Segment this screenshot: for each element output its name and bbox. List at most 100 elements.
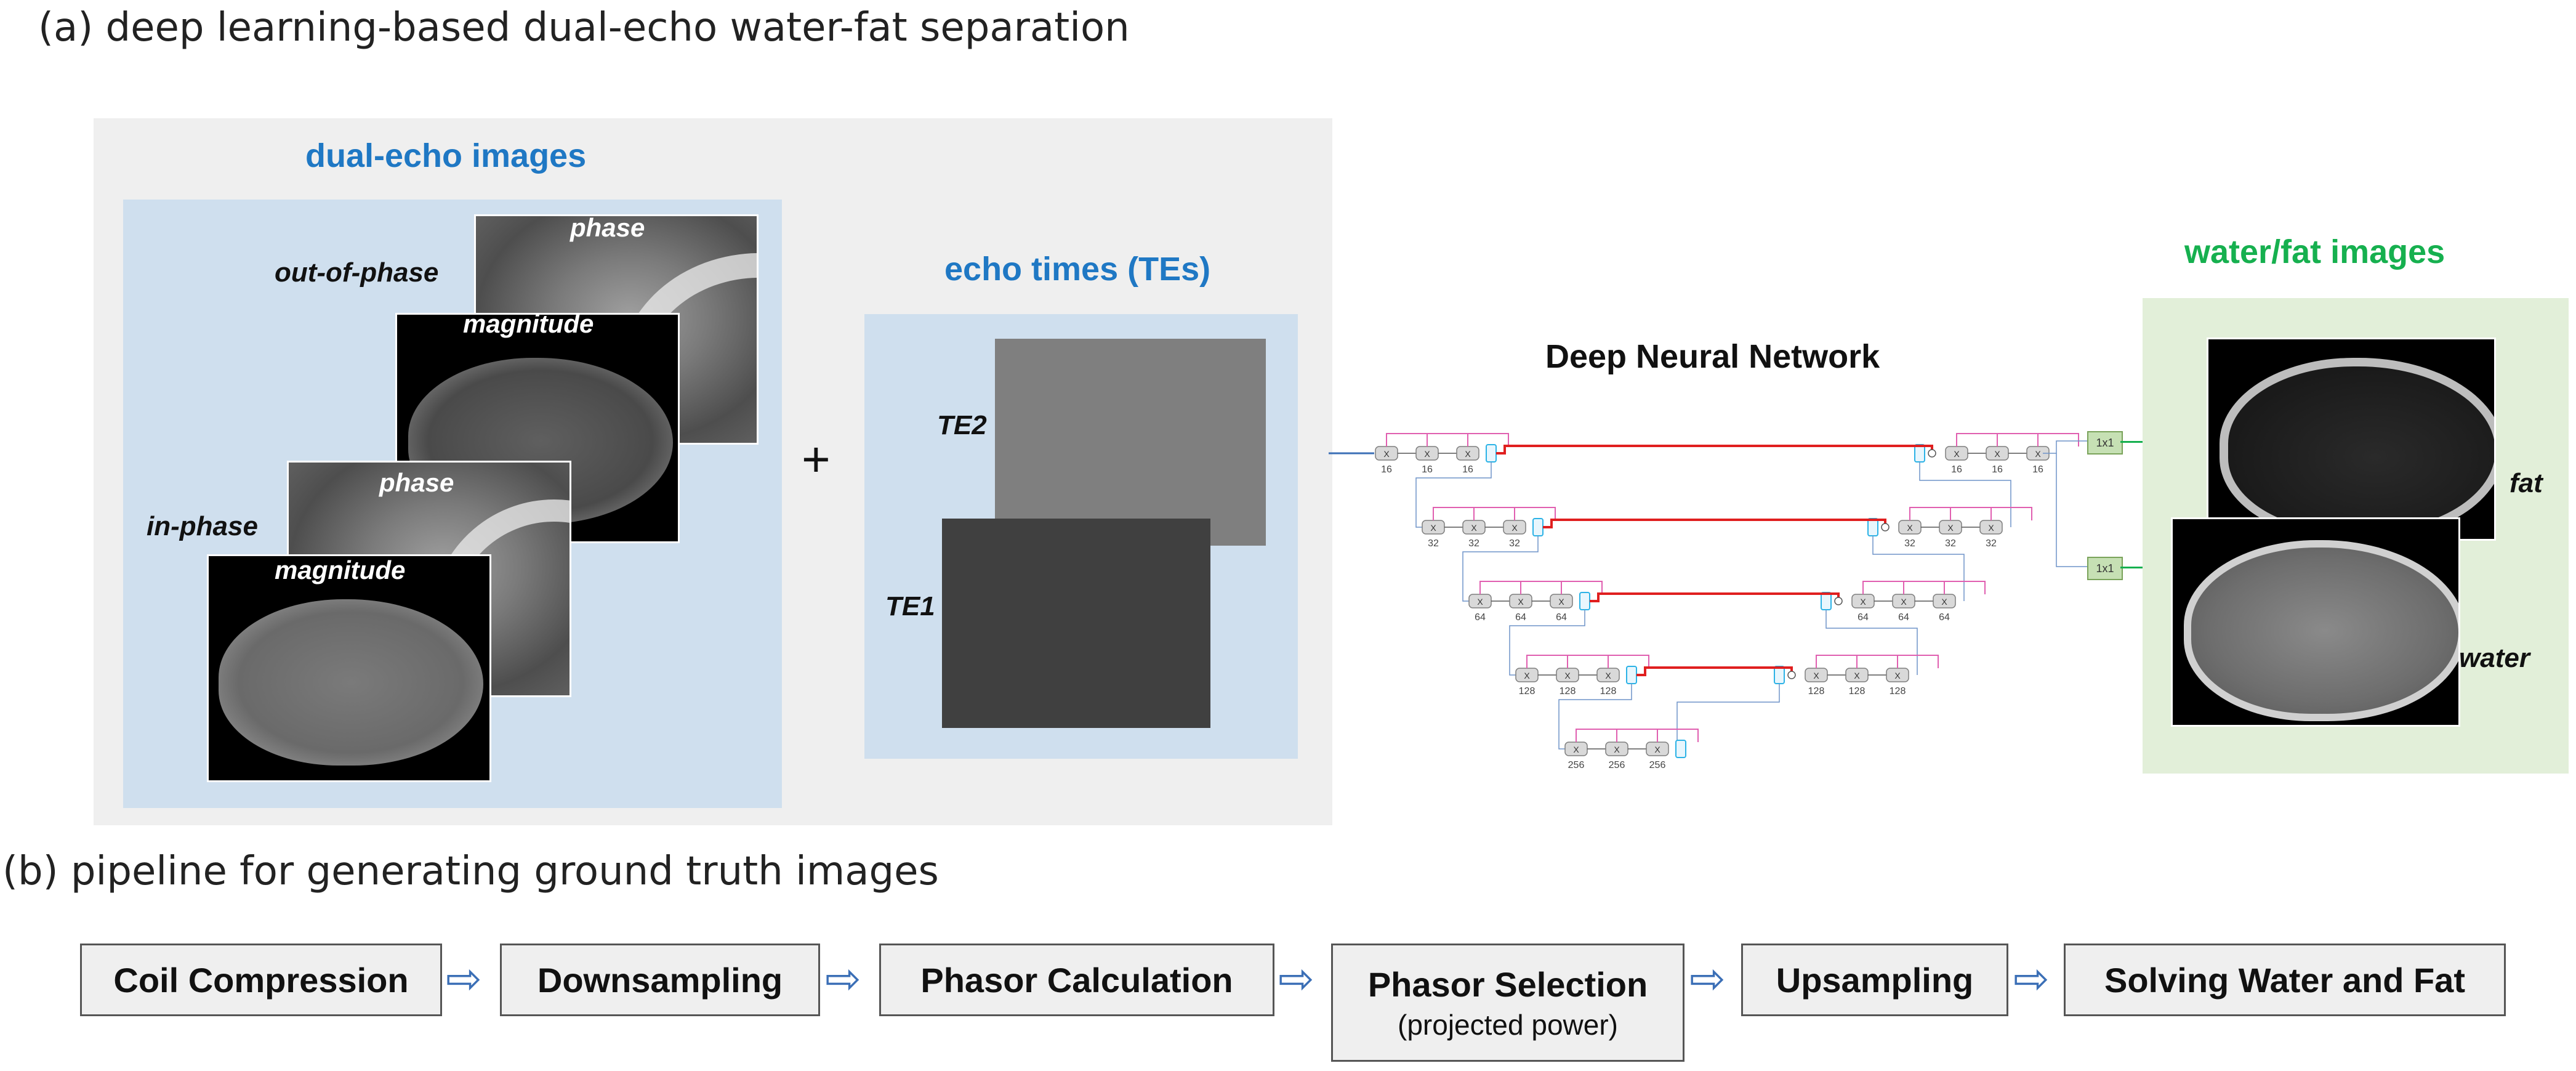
down-path (1462, 536, 1539, 602)
up-path (1872, 536, 1965, 601)
dual-echo-heading: dual-echo images (305, 137, 587, 174)
encoder-residual-link (1467, 433, 1509, 447)
encoder-conv-symbol: X (1465, 449, 1471, 459)
decoder-conv-symbol: X (1813, 671, 1819, 681)
skip-connection (1636, 666, 1793, 676)
encoder-conv-symbol: X (1654, 745, 1660, 754)
encoder-conv-symbol: X (1564, 671, 1571, 681)
magnitude-label-oop: magnitude (463, 309, 594, 338)
encoder-residual-link (1520, 581, 1562, 594)
encoder-residual-link (1479, 581, 1521, 594)
out-of-phase-label: out-of-phase (275, 257, 439, 288)
plus-sign: + (802, 432, 831, 487)
decoder-conv-symbol: X (1941, 597, 1947, 607)
decoder-conv-symbol: X (1954, 449, 1960, 459)
encoder-channel-label: 16 (1381, 464, 1392, 475)
decoder-channel-label: 16 (1992, 464, 2003, 475)
encoder-conv-symbol: X (1614, 745, 1620, 754)
section-a-title: (a) deep learning-based dual-echo water-… (38, 5, 1130, 51)
step-label: Coil Compression (113, 960, 409, 1000)
downsample-block (1579, 592, 1590, 610)
downsample-block (1486, 444, 1497, 463)
encoder-residual-link (1608, 655, 1649, 668)
decoder-residual-link (1956, 433, 1998, 447)
decoder-residual-link (1897, 655, 1939, 668)
decoder-channel-label: 128 (1808, 686, 1825, 697)
water-image (2171, 517, 2460, 727)
step-phasor-selection: Phasor Selection (projected power) (1331, 944, 1684, 1062)
decoder-residual-link (1997, 433, 2039, 447)
step-solving-water-and-fat: Solving Water and Fat (2064, 944, 2506, 1016)
skip-connection (1496, 445, 1933, 455)
phase-label-oop: phase (570, 213, 645, 242)
encoder-conv-symbol: X (1558, 597, 1564, 607)
downsample-block (1675, 740, 1686, 758)
decoder-residual-link (1990, 507, 2032, 520)
encoder-channel-label: 64 (1515, 612, 1526, 623)
decoder-conv-symbol: X (2035, 449, 2041, 459)
downsample-block (1626, 666, 1637, 684)
encoder-channel-label: 16 (1422, 464, 1433, 475)
down-path (1509, 610, 1585, 676)
echo-times-heading: echo times (TEs) (944, 251, 1211, 288)
decoder-residual-link (1903, 581, 1945, 594)
step-downsampling: Downsampling (500, 944, 820, 1016)
te1-label: TE1 (885, 591, 935, 621)
decoder-conv-symbol: X (1988, 523, 1994, 533)
encoder-channel-label: 256 (1609, 760, 1625, 770)
fat-image (2207, 337, 2496, 541)
encoder-channel-label: 32 (1468, 538, 1479, 549)
arrow-icon: ⇨ (825, 955, 861, 1003)
output-conv-water: 1x1 (2087, 557, 2123, 580)
decoder-residual-link (2037, 433, 2079, 447)
decoder-channel-label: 64 (1898, 612, 1909, 623)
encoder-channel-label: 256 (1649, 760, 1666, 770)
upsample-block (1821, 592, 1832, 610)
te1-image (942, 519, 1210, 728)
encoder-channel-label: 64 (1556, 612, 1567, 623)
step-label: Downsampling (537, 960, 783, 1000)
output-branch-fat (2043, 440, 2087, 454)
up-path (1676, 684, 1780, 749)
encoder-residual-link (1561, 581, 1603, 594)
decoder-residual-link (1816, 655, 1858, 668)
decoder-residual-link (1909, 507, 1951, 520)
encoder-residual-link (1427, 433, 1468, 447)
decoder-channel-label: 128 (1849, 686, 1866, 697)
up-path (1919, 462, 2011, 527)
step-label: Upsampling (1776, 960, 1974, 1000)
decoder-channel-label: 64 (1858, 612, 1869, 623)
decoder-conv-symbol: X (1894, 671, 1901, 681)
skip-connection (1590, 592, 1840, 602)
phase-label-ip: phase (379, 468, 454, 497)
te2-image (995, 339, 1266, 546)
network-diagram: X16X16X16X16X16X16X32X32X32X32X32X32X64X… (1329, 433, 2087, 770)
concat-node (1834, 597, 1843, 605)
encoder-channel-label: 128 (1560, 686, 1576, 697)
magnitude-label-ip: magnitude (275, 556, 406, 584)
down-path (1558, 684, 1632, 750)
encoder-residual-link (1473, 507, 1515, 520)
upsample-block (1867, 518, 1878, 536)
upsample-block (1914, 444, 1925, 463)
encoder-conv-symbol: X (1383, 449, 1390, 459)
decoder-channel-label: 32 (1986, 538, 1997, 549)
decoder-channel-label: 16 (2032, 464, 2043, 475)
step-label: Phasor Calculation (920, 960, 1233, 1000)
decoder-channel-label: 128 (1890, 686, 1906, 697)
encoder-residual-link (1526, 655, 1568, 668)
decoder-conv-symbol: X (1907, 523, 1913, 533)
encoder-conv-symbol: X (1573, 745, 1579, 754)
encoder-conv-symbol: X (1518, 597, 1524, 607)
up-path (1825, 610, 1918, 675)
encoder-channel-label: 32 (1509, 538, 1520, 549)
encoder-conv-symbol: X (1424, 449, 1430, 459)
decoder-residual-link (1856, 655, 1898, 668)
decoder-conv-symbol: X (1854, 671, 1860, 681)
concat-node (1787, 671, 1796, 679)
output-conv-fat: 1x1 (2087, 431, 2123, 455)
decoder-channel-label: 32 (1904, 538, 1915, 549)
encoder-channel-label: 128 (1519, 686, 1536, 697)
encoder-conv-symbol: X (1605, 671, 1611, 681)
water-label: water (2459, 643, 2530, 673)
